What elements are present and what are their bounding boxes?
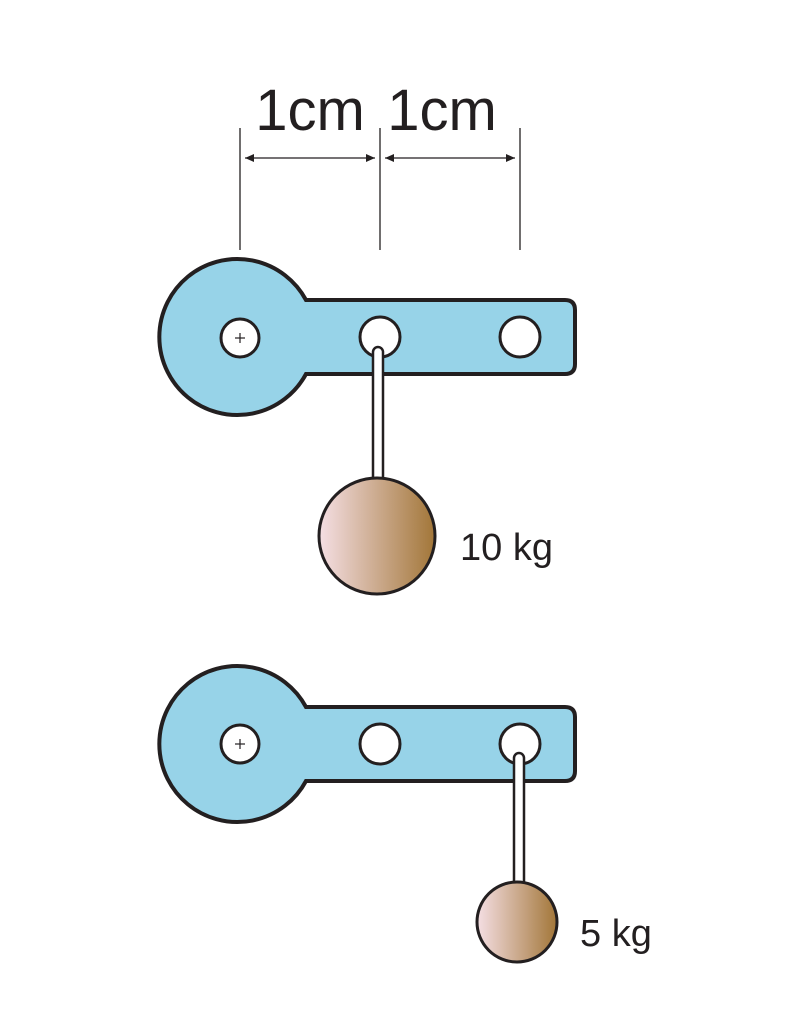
hanging-string xyxy=(512,751,526,886)
pivot-plus-icon xyxy=(235,333,245,343)
mass-weight xyxy=(317,476,437,596)
dimension-label-left: 1cm xyxy=(255,78,365,143)
hanging-string xyxy=(371,345,385,482)
hole-middle xyxy=(358,722,402,766)
mass-label: 10 kg xyxy=(460,527,553,569)
pivot-plus-icon xyxy=(235,739,245,749)
lever-bottom: 5 kg xyxy=(157,664,652,964)
dimension-label-right: 1cm xyxy=(387,78,497,143)
hole-far xyxy=(498,315,542,359)
lever-top: 10 kg xyxy=(157,257,577,596)
mass-weight xyxy=(475,880,559,964)
mass-label: 5 kg xyxy=(580,913,652,955)
dimension-annotations: 1cm 1cm xyxy=(239,78,521,250)
